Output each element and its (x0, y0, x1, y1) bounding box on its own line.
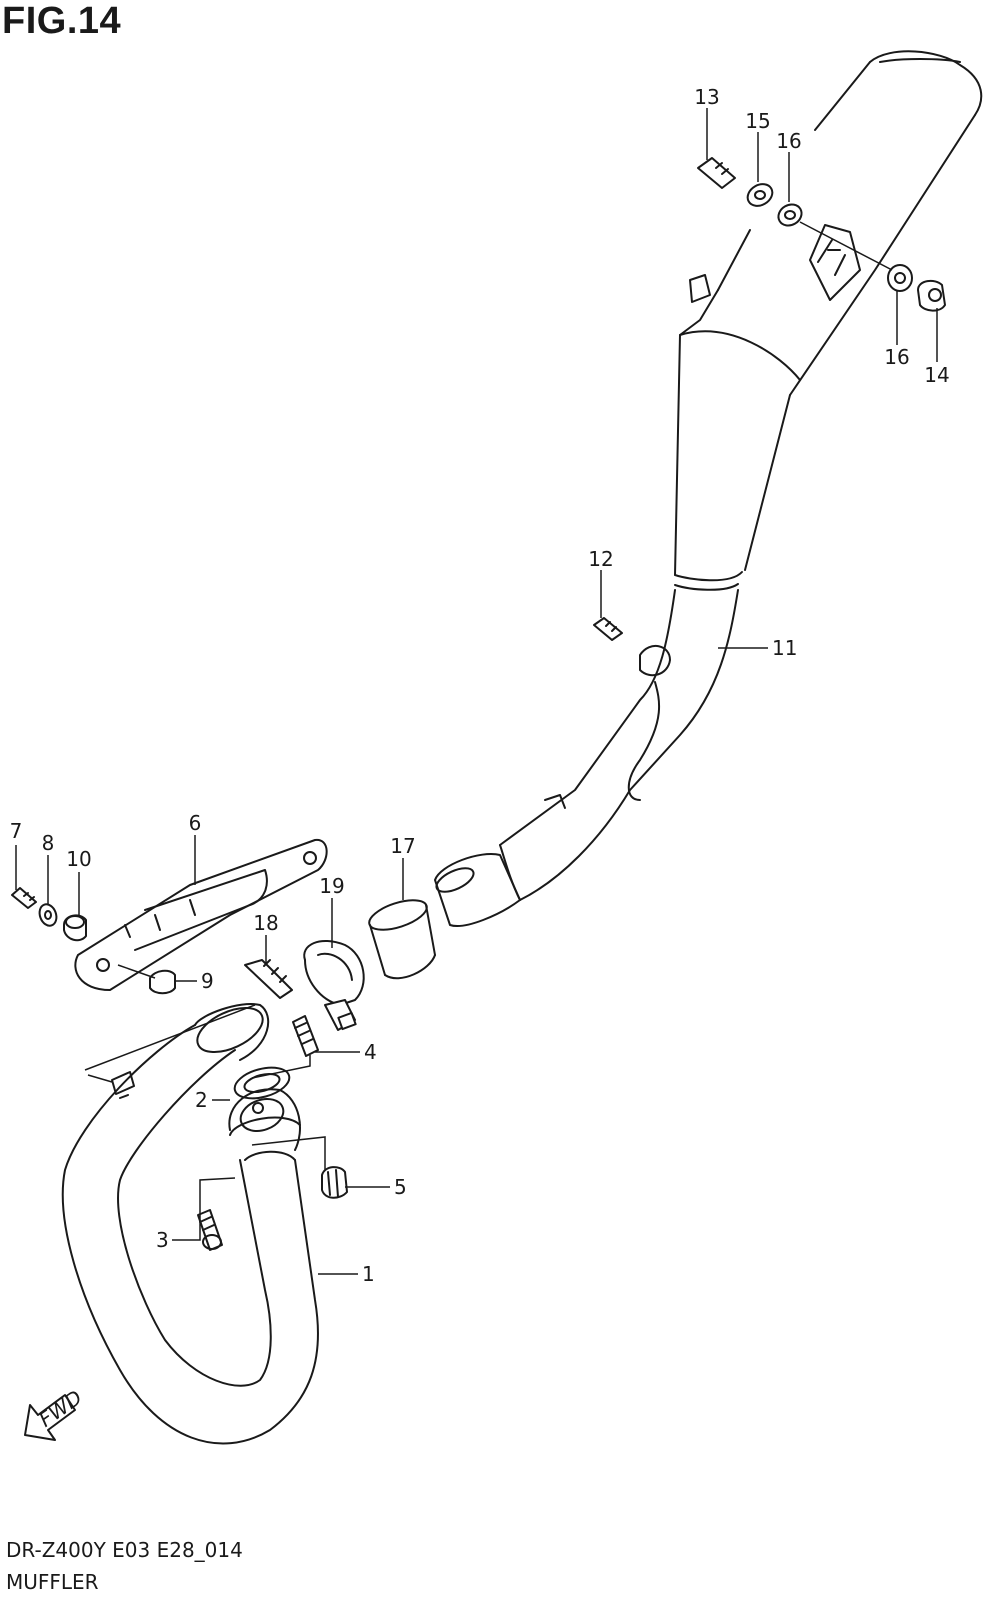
callout-17: 17 (390, 834, 415, 858)
callout-3: 3 (156, 1228, 169, 1252)
callout-16-upper: 16 (776, 129, 801, 153)
bolt-18 (244, 959, 293, 999)
gasket-17 (368, 899, 436, 980)
callout-10: 10 (66, 847, 91, 871)
muffler-body (674, 50, 983, 591)
model-code: DR-Z400Y E03 E28_014 (6, 1538, 243, 1562)
callout-8: 8 (42, 831, 55, 855)
callout-12: 12 (588, 547, 613, 571)
muffler-pipe (434, 589, 739, 927)
callout-5: 5 (394, 1175, 407, 1199)
bolt-3 (197, 1209, 223, 1251)
callout-9: 9 (201, 969, 214, 993)
callout-6: 6 (189, 811, 202, 835)
callout-labels: 13 15 16 16 14 12 11 7 8 10 6 17 19 18 9… (10, 85, 950, 1286)
callout-4: 4 (364, 1040, 377, 1064)
nut-5 (321, 1166, 348, 1199)
section-name: MUFFLER (6, 1570, 99, 1594)
callout-7: 7 (10, 819, 23, 843)
bracket-6 (74, 838, 328, 991)
stud-4 (292, 1015, 319, 1057)
exhaust-pipe-1 (61, 1003, 319, 1445)
leader-lines (15, 108, 938, 1275)
callout-19: 19 (319, 874, 344, 898)
callout-11: 11 (772, 636, 797, 660)
fwd-label: FWD (34, 1385, 86, 1431)
clamp-19 (303, 940, 365, 1031)
callout-14: 14 (924, 363, 949, 387)
callout-1: 1 (362, 1262, 375, 1286)
gasket-2 (233, 1066, 291, 1100)
fwd-arrow-icon: FWD (24, 1385, 86, 1441)
callout-18: 18 (253, 911, 278, 935)
callout-13: 13 (694, 85, 719, 109)
callout-2: 2 (195, 1088, 208, 1112)
figure-title: FIG.14 (2, 0, 122, 42)
hardware-upper (593, 157, 946, 641)
callout-15: 15 (745, 109, 770, 133)
fastener-group-left (11, 887, 176, 995)
callout-16-lower: 16 (884, 345, 909, 369)
